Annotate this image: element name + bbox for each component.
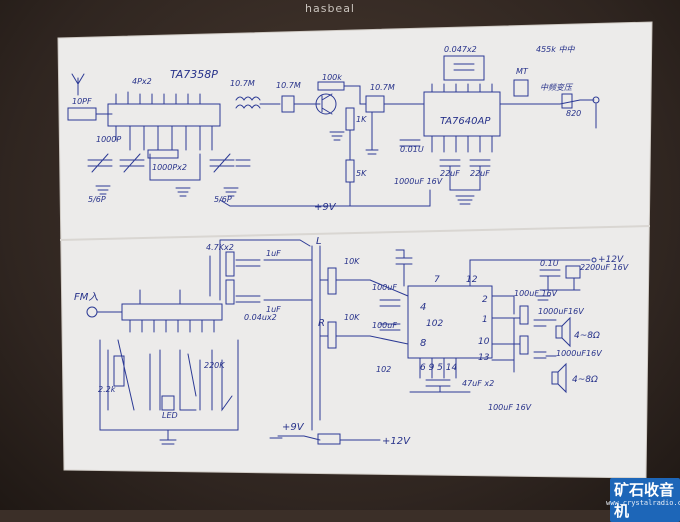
mt-transformer xyxy=(513,79,529,97)
label-100uf-bottom: 100uF 16V xyxy=(488,403,532,412)
label-107-2: 10.7M xyxy=(276,81,301,90)
label-pins-6954: 6 9 5 14 xyxy=(420,363,457,373)
label-spk-1: 4~8Ω xyxy=(574,331,600,341)
label-5k: 5K xyxy=(356,169,367,178)
label-10k2: 10K xyxy=(344,313,360,322)
label-pin-8: 8 xyxy=(420,338,426,349)
label-820: 820 xyxy=(566,109,581,118)
label-1000uf16v-a: 1000uF16V xyxy=(538,307,584,316)
label-1uf: 1uF xyxy=(266,249,281,258)
label-fm-in: FM入 xyxy=(74,291,98,303)
label-107-1: 10.7M xyxy=(230,79,255,88)
fold-line xyxy=(59,225,651,241)
label-1000u16v: 1000uF 16V xyxy=(394,177,443,186)
label-107-3: 10.7M xyxy=(370,83,395,92)
label-100uf-a: 100uF xyxy=(372,283,397,292)
antenna-symbol xyxy=(71,73,85,96)
output-cap xyxy=(561,93,573,109)
left-right-bus xyxy=(311,245,321,431)
site-url: www.crystalradio.cn xyxy=(606,499,680,507)
label-l: L xyxy=(316,236,322,247)
label-2200uf: 2200uF 16V xyxy=(580,263,629,272)
label-0047x2: 0.047x2 xyxy=(444,45,477,54)
label-zhongpin: 中频变压 xyxy=(540,83,574,92)
label-1000px2: 1000Px2 xyxy=(152,163,187,172)
regulator xyxy=(317,433,341,445)
plus9v-rail xyxy=(219,189,431,207)
speaker-1 xyxy=(555,316,571,348)
label-22k: 2.2k xyxy=(98,385,116,394)
label-plus12: +12V xyxy=(598,255,624,265)
label-5p: 5/6P xyxy=(88,195,106,204)
label-plus9: +9V xyxy=(314,202,337,213)
label-22uf-2: 22uF xyxy=(470,169,490,178)
label-10k: 10K xyxy=(344,257,360,266)
label-455: 455k 中中 xyxy=(536,45,575,54)
plus12v-rail xyxy=(277,435,381,441)
coil-1 xyxy=(235,96,261,101)
label-4px2: 4Px2 xyxy=(132,77,152,86)
label-47uf: 47uF x2 xyxy=(462,379,494,388)
volume-pot-l xyxy=(327,267,337,295)
label-5p2: 5/6P xyxy=(214,195,232,204)
label-01u: 0.1U xyxy=(540,259,559,268)
schematic-paper: TA7358P TA7640AP 10PF 1000P 5/6P 5/6P 4P… xyxy=(57,21,653,479)
label-1uf2: 1uF xyxy=(266,305,281,314)
bottom-tuner-chip xyxy=(121,303,223,321)
label-001u: 0.01U xyxy=(400,145,424,154)
speaker-2 xyxy=(551,362,567,394)
label-led: LED xyxy=(162,411,178,420)
label-pin-2: 2 xyxy=(482,295,488,305)
label-pin-10: 10 xyxy=(478,337,490,347)
label-spk-2: 4~8Ω xyxy=(572,375,598,385)
crystal xyxy=(161,395,175,411)
label-mt: MT xyxy=(516,67,529,76)
label-04ux2: 0.04ux2 xyxy=(244,313,277,322)
label-pin-12: 12 xyxy=(466,275,478,285)
label-bottom-ic: 102 xyxy=(426,319,443,329)
label-100uf-b: 100uF xyxy=(372,321,397,330)
label-220k: 220K xyxy=(204,361,225,370)
label-1000p: 1000P xyxy=(96,135,121,144)
label-pin-13: 13 xyxy=(478,353,490,363)
label-1000uf16v-b: 1000uF16V xyxy=(556,349,602,358)
label-102: 102 xyxy=(376,365,391,374)
label-r: R xyxy=(318,318,325,329)
if-transformer-box xyxy=(443,55,485,81)
label-100k: 100k xyxy=(322,73,342,82)
ta7640ap-chip xyxy=(423,91,501,137)
label-pin-4: 4 xyxy=(420,302,426,313)
amplifier-ic xyxy=(407,285,493,359)
label-10pf: 10PF xyxy=(72,97,92,106)
watermark: hasbeal xyxy=(305,2,355,15)
label-100uf16v: 100uF 16V xyxy=(514,289,558,298)
label-top-ic2: TA7640AP xyxy=(440,116,491,127)
label-1k: 1K xyxy=(356,115,367,124)
label-top-ic: TA7358P xyxy=(170,68,218,81)
label-pin-7: 7 xyxy=(434,275,440,285)
label-22uf-1: 22uF xyxy=(440,169,460,178)
volume-pot-r xyxy=(327,321,337,349)
label-plus12b: +12V xyxy=(382,436,411,447)
output-jack xyxy=(592,96,600,104)
label-plus9b: +9V xyxy=(282,422,305,433)
label-pin-1: 1 xyxy=(482,315,488,325)
label-47k2: 4.7Kx2 xyxy=(206,243,234,252)
